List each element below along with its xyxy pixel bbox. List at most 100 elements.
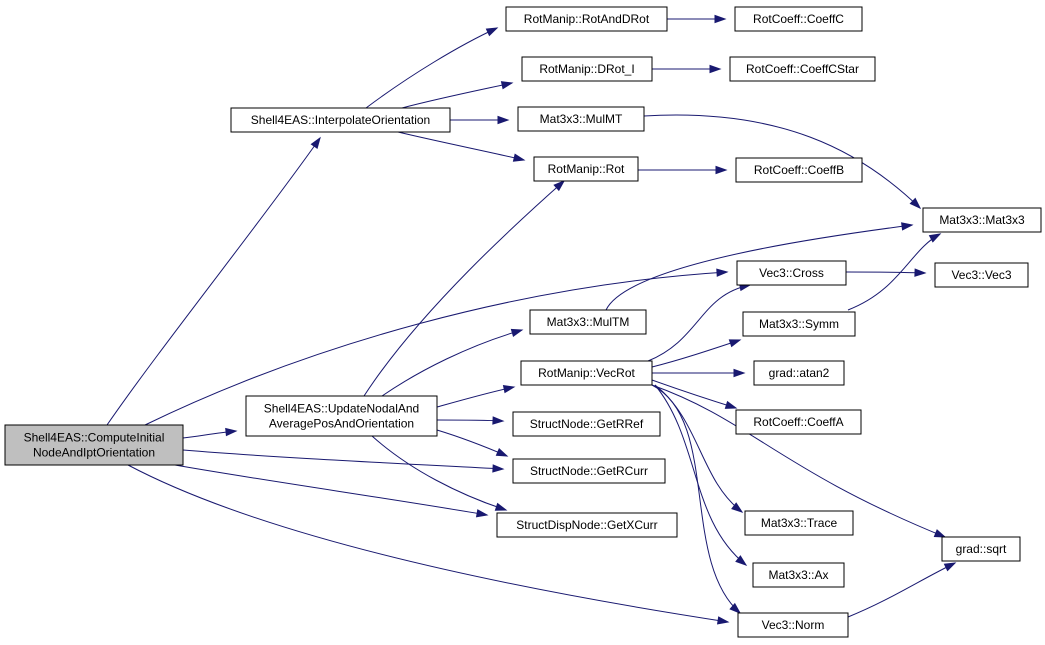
node-rotcoeff-coeffb[interactable]: RotCoeff::CoeffB (735, 157, 863, 183)
node-box (734, 6, 863, 32)
arrowhead-mat3x3_mat3x3 (901, 222, 914, 231)
arrowhead-structnode_getrcurr (492, 464, 505, 473)
arrowhead-rotmanip_rot (553, 179, 566, 192)
arrowhead-mat3x3_mat3x3 (909, 197, 922, 210)
node-rotmanip-rot[interactable]: RotManip::Rot (533, 156, 639, 182)
edge-compute_initial-to-vec3_norm (127, 464, 729, 623)
arrowhead-grad_sqrt (943, 562, 957, 572)
node-rotmanip-vecrot[interactable]: RotManip::VecRot (520, 360, 653, 386)
node-label: RotManip::DRot_I (539, 62, 634, 76)
node-box (512, 458, 666, 484)
node-vec3-norm[interactable]: Vec3::Norm (737, 612, 849, 638)
node-box (533, 156, 639, 182)
arrowhead-mat3x3_mulmt (497, 115, 510, 125)
node-interpolate-orientation[interactable]: Shell4EAS::InterpolateOrientation (230, 107, 451, 133)
arrowhead-structnode_getrref (492, 416, 505, 425)
node-box (517, 106, 645, 132)
node-label: StructNode::GetRRef (530, 417, 644, 431)
node-mat3x3-multm[interactable]: Mat3x3::MulTM (529, 309, 647, 335)
node-box (941, 536, 1021, 562)
edges-layer (106, 14, 957, 625)
node-structnode-getrref[interactable]: StructNode::GetRRef (512, 411, 661, 437)
node-label: grad::atan2 (769, 366, 830, 380)
node-box (744, 510, 854, 536)
node-compute-initial[interactable]: Shell4EAS::ComputeInitialNodeAndIptOrien… (4, 424, 184, 466)
node-box (4, 424, 184, 466)
node-label: AveragePosAndOrientation (269, 417, 414, 431)
arrowhead-vec3_norm (729, 602, 742, 615)
node-label: RotManip::VecRot (538, 366, 635, 380)
node-label: RotManip::Rot (548, 162, 625, 176)
node-rotcoeff-coeffcstar[interactable]: RotCoeff::CoeffCStar (729, 56, 876, 82)
node-box (736, 260, 847, 286)
edge-rotmanip_vecrot-to-grad_sqrt (651, 384, 946, 538)
edge-compute_initial-to-interpolate_orientation (106, 137, 321, 426)
node-box (737, 612, 849, 638)
node-label: Vec3::Vec3 (951, 268, 1011, 282)
arrowhead-grad_atan2 (733, 368, 746, 378)
arrowhead-mat3x3_mat3x3 (928, 233, 942, 243)
edge-mat3x3_symm-to-mat3x3_mat3x3 (847, 233, 941, 311)
node-structdispnode-getxcurr[interactable]: StructDispNode::GetXCurr (496, 512, 678, 538)
node-box (934, 262, 1029, 288)
arrowhead-rotmanip_rotanddrot (485, 27, 499, 37)
edge-update_nodal-to-rotmanip_rot (363, 180, 565, 397)
node-label: Vec3::Norm (762, 618, 825, 632)
arrowhead-rotcoeff_coeffc (714, 14, 727, 24)
arrowhead-rotmanip_drot_i (500, 81, 514, 90)
nodes-layer: Shell4EAS::ComputeInitialNodeAndIptOrien… (4, 6, 1042, 638)
node-label: Mat3x3::Trace (761, 516, 838, 530)
node-label: Vec3::Cross (759, 266, 824, 280)
node-vec3-vec3[interactable]: Vec3::Vec3 (934, 262, 1029, 288)
node-box (529, 309, 647, 335)
edge-vec3_cross-to-vec3_vec3 (845, 271, 926, 274)
node-label: RotCoeff::CoeffB (754, 163, 844, 177)
node-rotmanip-rotanddrot[interactable]: RotManip::RotAndDRot (505, 6, 668, 32)
arrowhead-mat3x3_symm (728, 339, 742, 348)
node-box (520, 360, 653, 386)
node-box (521, 56, 653, 82)
arrowhead-interpolate_orientation (310, 136, 321, 150)
edge-rotmanip_vecrot-to-mat3x3_symm (651, 339, 741, 368)
node-label: Shell4EAS::InterpolateOrientation (251, 113, 430, 127)
node-mat3x3-symm[interactable]: Mat3x3::Symm (742, 311, 856, 337)
node-box (922, 207, 1042, 233)
node-label: NodeAndIptOrientation (33, 446, 155, 460)
edge-interpolate_orientation-to-rotmanip_rotanddrot (365, 27, 498, 109)
node-mat3x3-trace[interactable]: Mat3x3::Trace (744, 510, 854, 536)
arrowhead-rotcoeff_coeffb (715, 165, 728, 175)
arrowhead-structdispnode_getxcurr (475, 509, 489, 518)
edge-compute_initial-to-structnode_getrcurr (182, 449, 504, 470)
arrowhead-mat3x3_ax (735, 555, 748, 566)
node-label: Mat3x3::MulTM (547, 315, 630, 329)
arrowhead-grad_sqrt (933, 529, 947, 538)
node-box (512, 411, 661, 437)
node-box (496, 512, 678, 538)
arrowhead-rotcoeff_coeffa (724, 400, 738, 409)
node-vec3-cross[interactable]: Vec3::Cross (736, 260, 847, 286)
node-grad-sqrt[interactable]: grad::sqrt (941, 536, 1021, 562)
node-mat3x3-ax[interactable]: Mat3x3::Ax (752, 562, 845, 588)
edge-rotmanip_vecrot-to-vec3_norm (651, 384, 741, 614)
node-grad-atan2[interactable]: grad::atan2 (753, 360, 845, 386)
node-mat3x3-mulmt[interactable]: Mat3x3::MulMT (517, 106, 645, 132)
node-box (752, 562, 845, 588)
node-structnode-getrcurr[interactable]: StructNode::GetRCurr (512, 458, 666, 484)
edge-interpolate_orientation-to-rotmanip_rot (397, 131, 525, 161)
node-rotmanip-drot-i[interactable]: RotManip::DRot_I (521, 56, 653, 82)
edge-mat3x3_multm-to-mat3x3_mat3x3 (605, 224, 913, 311)
node-rotcoeff-coeffa[interactable]: RotCoeff::CoeffA (735, 409, 862, 435)
arrowhead-rotcoeff_coeffcstar (709, 64, 722, 74)
node-mat3x3-mat3x3[interactable]: Mat3x3::Mat3x3 (922, 207, 1042, 233)
node-rotcoeff-coeffc[interactable]: RotCoeff::CoeffC (734, 6, 863, 32)
arrowhead-structdispnode_getxcurr (494, 502, 508, 511)
arrowhead-rotmanip_vecrot (502, 385, 516, 394)
edge-compute_initial-to-structdispnode_getxcurr (174, 464, 488, 516)
arrowhead-update_nodal (225, 427, 238, 437)
node-label: RotCoeff::CoeffC (753, 12, 844, 26)
node-box (742, 311, 856, 337)
node-update-nodal[interactable]: Shell4EAS::UpdateNodalAndAveragePosAndOr… (245, 395, 438, 437)
edge-mat3x3_mulmt-to-mat3x3_mat3x3 (643, 114, 921, 209)
node-label: RotCoeff::CoeffA (753, 415, 843, 429)
